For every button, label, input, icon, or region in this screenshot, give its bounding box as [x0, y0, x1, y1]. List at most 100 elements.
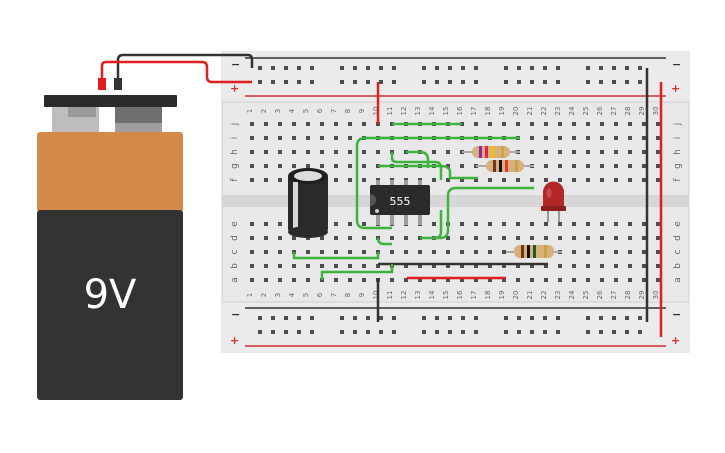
- green-jumper-11[interactable]: [320, 264, 394, 280]
- resistor-3[interactable]: [506, 245, 562, 258]
- hole-c28[interactable]: [628, 250, 632, 254]
- hole-g4[interactable]: [292, 164, 296, 168]
- hole-d30[interactable]: [656, 236, 660, 240]
- hole-i29[interactable]: [642, 136, 646, 140]
- rail-hole[interactable]: [422, 66, 426, 70]
- hole-j25[interactable]: [586, 122, 590, 126]
- rail-hole[interactable]: [530, 316, 534, 320]
- hole-h22[interactable]: [544, 150, 548, 154]
- hole-h29[interactable]: [642, 150, 646, 154]
- rail-hole[interactable]: [340, 66, 344, 70]
- hole-f18[interactable]: [488, 178, 492, 182]
- rail-hole[interactable]: [543, 330, 547, 334]
- resistor-2[interactable]: [476, 160, 534, 172]
- hole-d18[interactable]: [488, 236, 492, 240]
- hole-f29[interactable]: [642, 178, 646, 182]
- hole-d11[interactable]: [390, 236, 394, 240]
- hole-j8[interactable]: [348, 122, 352, 126]
- green-jumper-5[interactable]: [378, 164, 478, 180]
- hole-a20[interactable]: [516, 278, 520, 282]
- rail-hole[interactable]: [392, 316, 396, 320]
- hole-i7[interactable]: [334, 136, 338, 140]
- hole-b14[interactable]: [432, 264, 436, 268]
- hole-f30[interactable]: [656, 178, 660, 182]
- rail-hole[interactable]: [556, 330, 560, 334]
- hole-i4[interactable]: [292, 136, 296, 140]
- ic-555-timer[interactable]: 555: [370, 180, 430, 225]
- hole-b21[interactable]: [530, 264, 534, 268]
- resistor-1[interactable]: [462, 146, 520, 158]
- hole-d4[interactable]: [292, 236, 296, 240]
- rail-hole[interactable]: [297, 330, 301, 334]
- hole-g3[interactable]: [278, 164, 282, 168]
- hole-c11[interactable]: [390, 250, 394, 254]
- hole-h25[interactable]: [586, 150, 590, 154]
- rail-hole[interactable]: [271, 330, 275, 334]
- hole-i5[interactable]: [306, 136, 310, 140]
- rail-hole[interactable]: [310, 66, 314, 70]
- hole-c8[interactable]: [348, 250, 352, 254]
- hole-c12[interactable]: [404, 250, 408, 254]
- electrolytic-capacitor[interactable]: [288, 168, 328, 238]
- hole-d22[interactable]: [544, 236, 548, 240]
- hole-c9[interactable]: [362, 250, 366, 254]
- hole-h24[interactable]: [572, 150, 576, 154]
- jumper-wires[interactable]: [292, 68, 663, 337]
- hole-g27[interactable]: [614, 164, 618, 168]
- hole-c17[interactable]: [474, 250, 478, 254]
- hole-a25[interactable]: [586, 278, 590, 282]
- hole-h9[interactable]: [362, 150, 366, 154]
- hole-b10[interactable]: [376, 264, 380, 268]
- rail-hole[interactable]: [517, 66, 521, 70]
- hole-j30[interactable]: [656, 122, 660, 126]
- hole-a13[interactable]: [418, 278, 422, 282]
- rail-hole[interactable]: [392, 330, 396, 334]
- hole-j20[interactable]: [516, 122, 520, 126]
- rail-hole[interactable]: [353, 330, 357, 334]
- hole-g25[interactable]: [586, 164, 590, 168]
- hole-b23[interactable]: [558, 264, 562, 268]
- hole-i28[interactable]: [628, 136, 632, 140]
- hole-i8[interactable]: [348, 136, 352, 140]
- led-red[interactable]: [541, 181, 566, 222]
- hole-b5[interactable]: [306, 264, 310, 268]
- hole-a18[interactable]: [488, 278, 492, 282]
- hole-i24[interactable]: [572, 136, 576, 140]
- hole-j17[interactable]: [474, 122, 478, 126]
- rail-hole[interactable]: [599, 316, 603, 320]
- hole-e17[interactable]: [474, 222, 478, 226]
- rail-hole[interactable]: [543, 316, 547, 320]
- rail-hole[interactable]: [638, 66, 642, 70]
- hole-a30[interactable]: [656, 278, 660, 282]
- hole-e16[interactable]: [460, 222, 464, 226]
- rail-hole[interactable]: [504, 316, 508, 320]
- rail-hole[interactable]: [297, 66, 301, 70]
- hole-a15[interactable]: [446, 278, 450, 282]
- rail-hole[interactable]: [517, 316, 521, 320]
- rail-hole[interactable]: [612, 330, 616, 334]
- rail-hole[interactable]: [504, 330, 508, 334]
- hole-f15[interactable]: [446, 178, 450, 182]
- hole-c7[interactable]: [334, 250, 338, 254]
- rail-hole[interactable]: [625, 66, 629, 70]
- hole-a11[interactable]: [390, 278, 394, 282]
- hole-e7[interactable]: [334, 222, 338, 226]
- rail-hole[interactable]: [379, 330, 383, 334]
- hole-g9[interactable]: [362, 164, 366, 168]
- hole-e27[interactable]: [614, 222, 618, 226]
- hole-a9[interactable]: [362, 278, 366, 282]
- hole-f25[interactable]: [586, 178, 590, 182]
- rail-hole[interactable]: [638, 316, 642, 320]
- hole-c3[interactable]: [278, 250, 282, 254]
- hole-j26[interactable]: [600, 122, 604, 126]
- hole-i25[interactable]: [586, 136, 590, 140]
- rail-hole[interactable]: [310, 80, 314, 84]
- rail-hole[interactable]: [258, 80, 262, 84]
- hole-c5[interactable]: [306, 250, 310, 254]
- hole-b8[interactable]: [348, 264, 352, 268]
- rail-hole[interactable]: [353, 80, 357, 84]
- hole-h30[interactable]: [656, 150, 660, 154]
- hole-h26[interactable]: [600, 150, 604, 154]
- hole-g29[interactable]: [642, 164, 646, 168]
- hole-a19[interactable]: [502, 278, 506, 282]
